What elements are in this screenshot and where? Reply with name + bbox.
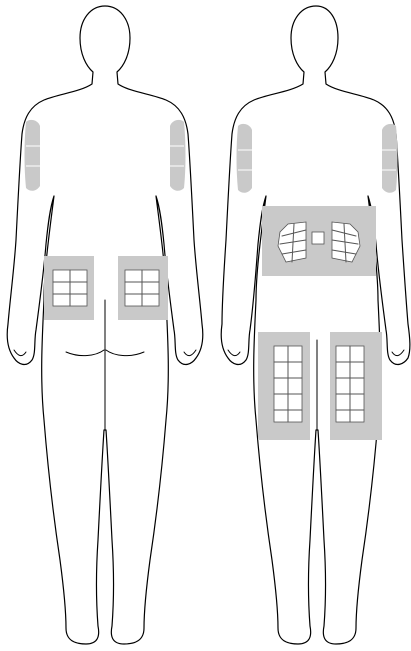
back-view-figure (7, 6, 203, 644)
front-view-figure (221, 6, 410, 644)
site-upper-arm-left-front[interactable] (237, 124, 253, 193)
site-thigh-right[interactable] (330, 332, 382, 440)
site-upper-arm-right-back[interactable] (170, 120, 186, 191)
site-buttock-right[interactable] (118, 256, 168, 320)
front-body-outline (221, 6, 410, 644)
site-abdomen[interactable] (262, 206, 376, 276)
site-upper-arm-left-back[interactable] (25, 120, 41, 191)
site-buttock-left[interactable] (44, 256, 94, 320)
site-upper-arm-right-front[interactable] (382, 124, 398, 193)
site-thigh-left[interactable] (258, 332, 310, 440)
